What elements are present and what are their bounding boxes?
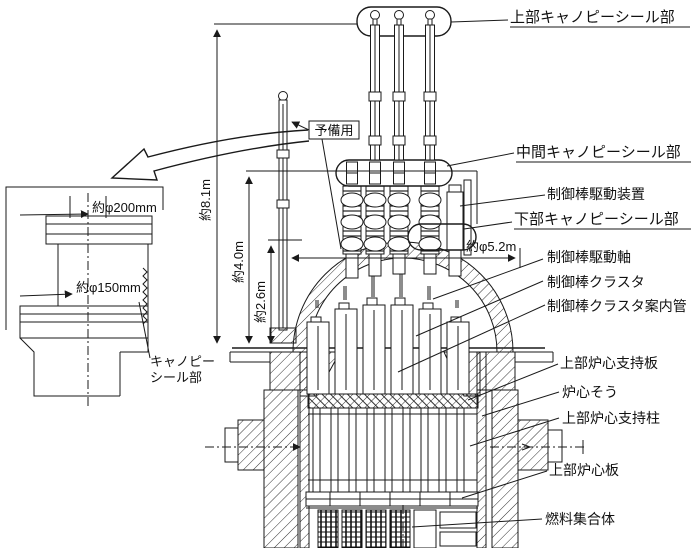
label-upper-core-plate: 上部炉心板 xyxy=(549,462,619,478)
label-fuel-assembly: 燃料集合体 xyxy=(545,511,615,527)
label-support-column: 上部炉心支持柱 xyxy=(562,410,660,426)
upper-core-plate xyxy=(305,491,479,507)
canopy-seal-label-line1: キャノピー xyxy=(150,354,215,369)
part-labels: 上部キャノピーシール部 中間キャノピーシール部 制御棒駆動装置 下部キャノピーシ… xyxy=(397,9,691,528)
dim-2-6m-label: 約2.6m xyxy=(253,281,268,323)
crdm-unit xyxy=(418,185,442,255)
detail-outer-dia-label: 約φ200mm xyxy=(92,200,157,215)
dim-5-2m-label: 約φ5.2m xyxy=(466,239,516,254)
label-lower-canopy-seal: 下部キャノピーシール部 xyxy=(514,211,679,228)
label-core-barrel: 炉心そう xyxy=(562,384,618,400)
label-drive-shaft: 制御棒駆動軸 xyxy=(547,249,631,265)
support-columns xyxy=(308,407,477,493)
label-cluster-guide-tube: 制御棒クラスタ案内管 xyxy=(547,298,687,314)
detail-frame xyxy=(5,186,164,330)
vessel-wall-right xyxy=(491,389,519,548)
seal-weld-thread xyxy=(142,267,148,325)
outlet-nozzle-right xyxy=(517,419,549,471)
dim-8-1m-label: 約8.1m xyxy=(198,179,213,221)
label-crdm: 制御棒駆動装置 xyxy=(547,186,645,202)
canopy-seal-detail-view: 約φ200mm 約φ150mm キャノピー シール部 xyxy=(5,186,215,408)
spare-drive-rod xyxy=(269,91,297,344)
core-barrel-left xyxy=(299,351,310,548)
drive-shafts xyxy=(315,272,459,308)
lower-canopy-seal-ellipse xyxy=(407,223,477,251)
label-upper-canopy-seal: 上部キャノピーシール部 xyxy=(510,9,675,26)
drive-rod-extensions xyxy=(368,10,437,161)
canopy-seal-label-line2: シール部 xyxy=(150,370,202,385)
dim-4-0m-label: 約4.0m xyxy=(231,241,246,283)
label-upper-support-plate: 上部炉心支持板 xyxy=(560,355,658,371)
guide-tubes xyxy=(306,297,470,395)
crdm-units xyxy=(340,179,472,256)
inlet-nozzle-left xyxy=(237,419,265,471)
spare-callout: 予備用 xyxy=(291,120,360,250)
vessel-wall-left xyxy=(263,389,299,548)
detail-inner-dia-label: 約φ150mm xyxy=(76,280,141,295)
drive-rod-couplings xyxy=(346,161,436,185)
detail-callout-arrow xyxy=(110,129,310,181)
fuel-assemblies xyxy=(306,505,478,548)
crdm-unit xyxy=(363,185,387,255)
crdm-unit xyxy=(387,185,411,255)
label-rod-cluster: 制御棒クラスタ xyxy=(547,274,645,290)
spare-label: 予備用 xyxy=(314,123,353,138)
label-middle-canopy-seal: 中間キャノピーシール部 xyxy=(516,144,681,161)
core-internals xyxy=(299,272,487,548)
crdm-unit xyxy=(340,185,364,255)
core-barrel-right xyxy=(476,351,487,548)
dimension-lines: 約8.1m 約4.0m 約2.6m 約φ5.2m xyxy=(198,23,521,344)
upper-core-support-plate xyxy=(307,393,479,409)
